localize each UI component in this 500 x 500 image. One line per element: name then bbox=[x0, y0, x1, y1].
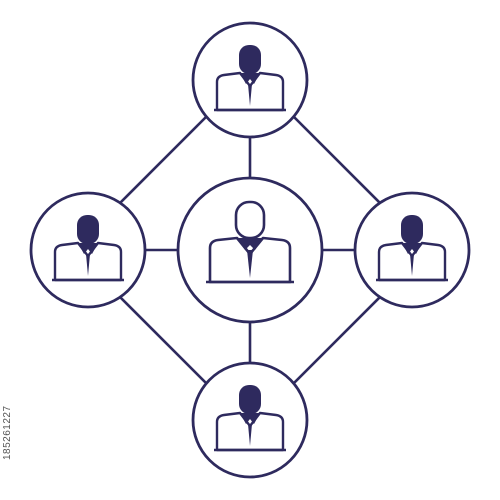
node-center bbox=[176, 176, 324, 324]
node-circle bbox=[191, 361, 309, 479]
node-circle bbox=[353, 191, 471, 309]
node-right bbox=[353, 191, 471, 309]
node-top bbox=[191, 21, 309, 139]
edge-top-right bbox=[291, 114, 384, 207]
edge-right-bottom bbox=[291, 293, 384, 386]
node-circle bbox=[29, 191, 147, 309]
edge-left-bottom bbox=[116, 293, 209, 386]
edge-top-left bbox=[116, 114, 209, 207]
node-bottom bbox=[191, 361, 309, 479]
node-circle bbox=[191, 21, 309, 139]
node-left bbox=[29, 191, 147, 309]
connector-lines bbox=[116, 114, 384, 386]
stock-id-watermark: 185261227 bbox=[2, 405, 13, 460]
